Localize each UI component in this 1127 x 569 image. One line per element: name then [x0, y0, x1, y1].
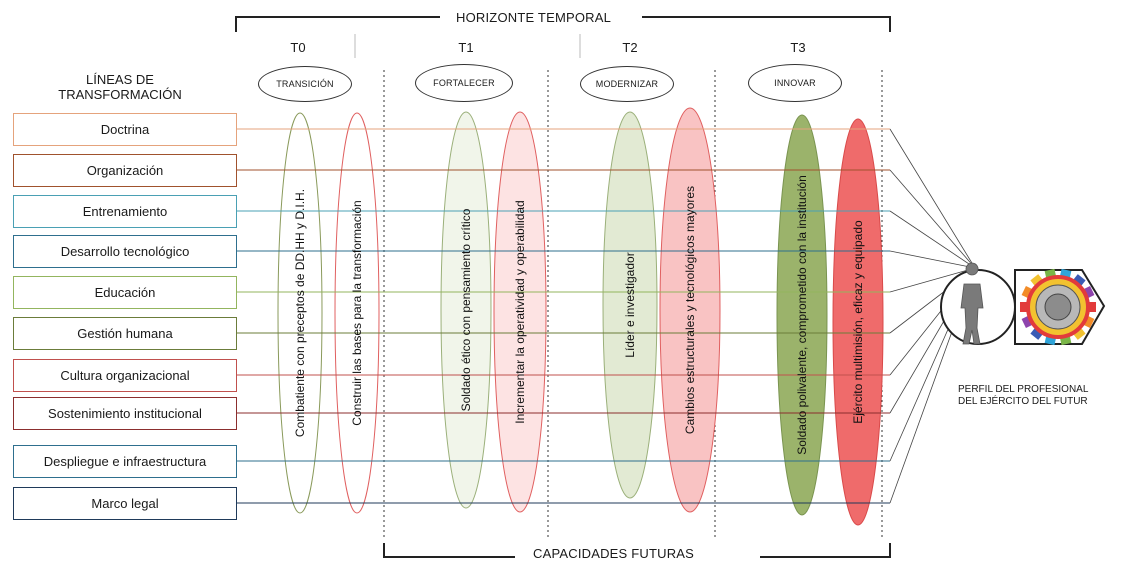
phase-label: TRANSICIÓN [276, 79, 334, 89]
phase-label: MODERNIZAR [595, 79, 659, 89]
capability-ellipse [602, 111, 658, 499]
lines-title-line: TRANSFORMACIÓN [58, 87, 182, 102]
period-label-t0: T0 [290, 40, 306, 55]
phase-transicion: TRANSICIÓN [258, 66, 352, 102]
line-box-label: Cultura organizacional [60, 368, 190, 383]
line-box-6: Gestión humana [13, 317, 237, 350]
line-box-label: Educación [94, 285, 156, 300]
converging-line [889, 169, 976, 269]
gear-tooth [1086, 302, 1096, 312]
phase-fortalecer: FORTALECER [415, 64, 513, 102]
lines-title-line: LÍNEAS DE [86, 72, 154, 87]
gear-tooth [1020, 302, 1030, 312]
line-box-3: Entrenamiento [13, 195, 237, 228]
profile-label-line: DEL EJÉRCITO DEL FUTUR [958, 396, 1088, 407]
capability-text: Incrementar la operatividad y operabilid… [513, 200, 527, 424]
capability-text: Soldado polivalente, comprometido con la… [795, 175, 809, 455]
line-box-label: Entrenamiento [82, 204, 168, 219]
phase-innovar: INNOVAR [748, 64, 842, 102]
line-box-label: Desarrollo tecnológico [60, 244, 190, 259]
capability-text: Líder e investigador [623, 252, 637, 358]
header-bracket [235, 16, 891, 32]
line-box-5: Educación [13, 276, 237, 309]
capability-text: Construir las bases para la transformaci… [350, 200, 364, 426]
footer-title: CAPACIDADES FUTURAS [525, 546, 703, 561]
capability-ellipse [493, 111, 547, 513]
header-title: HORIZONTE TEMPORAL [448, 10, 620, 25]
profile-label-line: PERFIL DEL PROFESIONAL [958, 384, 1089, 395]
line-box-label: Doctrina [100, 122, 150, 137]
emblem-core [1044, 293, 1072, 321]
line-box-2: Organización [13, 154, 237, 187]
line-box-8: Sostenimiento institucional [13, 397, 237, 430]
profile-label: PERFIL DEL PROFESIONAL DEL EJÉRCITO DEL … [958, 384, 1088, 408]
line-box-label: Marco legal [91, 496, 159, 511]
period-label-t2: T2 [622, 40, 638, 55]
line-box-1: Doctrina [13, 113, 237, 146]
capability-text: Soldado ético con pensamiento crítico [459, 208, 473, 412]
capability-text: Combatiente con preceptos de DD.HH y D.I… [293, 188, 307, 438]
period-label-t1: T1 [458, 40, 474, 55]
soldier-icon [960, 262, 984, 345]
capability-ellipse [659, 107, 721, 513]
line-box-label: Sostenimiento institucional [48, 406, 202, 421]
period-label-t3: T3 [790, 40, 806, 55]
line-box-4: Desarrollo tecnológico [13, 235, 237, 268]
phase-modernizar: MODERNIZAR [580, 66, 674, 102]
converging-line [889, 128, 976, 269]
phase-label: FORTALECER [433, 78, 495, 88]
capability-ellipse [776, 114, 828, 516]
phase-label: INNOVAR [774, 78, 816, 88]
line-box-9: Despliegue e infraestructura [13, 445, 237, 478]
converging-line [889, 210, 976, 269]
converging-line [889, 267, 976, 293]
line-box-label: Gestión humana [77, 326, 173, 341]
line-box-7: Cultura organizacional [13, 359, 237, 392]
lines-title: LÍNEAS DE TRANSFORMACIÓN [50, 72, 190, 102]
line-box-label: Despliegue e infraestructura [43, 454, 207, 469]
line-box-10: Marco legal [13, 487, 237, 520]
converging-line [889, 250, 976, 269]
capability-text: Cambios estructurales y tecnológicos may… [683, 185, 697, 435]
line-box-label: Organización [86, 163, 164, 178]
footer-bracket [383, 543, 891, 558]
capability-text: Ejército multimisión, eficaz y equipado [851, 220, 865, 424]
capability-ellipse [832, 118, 884, 526]
